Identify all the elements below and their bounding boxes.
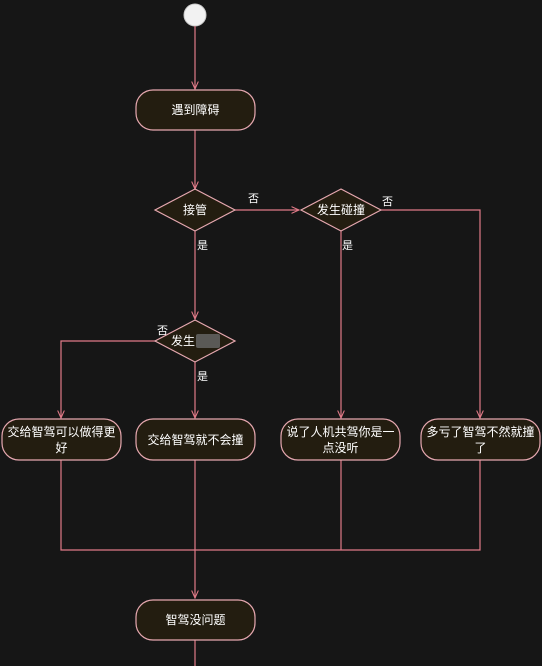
node-lucky-line1: 多亏了智驾不然就撞 <box>426 424 534 439</box>
node-not-listening-line1: 说了人机共驾你是一 <box>286 424 394 439</box>
edge-collision-top-no <box>380 209 480 418</box>
node-not-listening: 说了人机共驾你是一 点没听 <box>280 418 401 461</box>
decision-collision-mid-label: 发生 <box>171 333 195 348</box>
node-no-problem-label: 智驾没问题 <box>165 612 225 627</box>
node-obstacle-label: 遇到障碍 <box>171 102 219 117</box>
label-collision-top-yes: 是 <box>342 239 353 252</box>
decision-collision-top-label: 发生碰撞 <box>317 202 365 217</box>
label-collision-top-no: 否 <box>382 195 393 208</box>
node-better: 交给智驾可以做得更 好 <box>1 418 122 461</box>
node-lucky-line2: 了 <box>474 441 486 455</box>
decision-collision-top: 发生碰撞 <box>299 188 383 232</box>
blur-mask <box>196 334 220 348</box>
node-not-listening-line2: 点没听 <box>322 440 358 455</box>
edge-merge-bottom <box>60 460 481 551</box>
decision-takeover: 接管 <box>153 188 237 232</box>
node-no-crash-label: 交给智驾就不会撞 <box>147 432 243 447</box>
label-collision-mid-no: 否 <box>157 324 168 337</box>
node-no-crash: 交给智驾就不会撞 <box>135 418 256 461</box>
node-better-line1: 交给智驾可以做得更 <box>7 424 115 439</box>
connectors <box>61 26 480 666</box>
label-takeover-no: 否 <box>248 192 259 205</box>
node-lucky: 多亏了智驾不然就撞 了 <box>420 418 541 461</box>
decision-collision-mid: 发生 <box>153 319 237 363</box>
label-takeover-yes: 是 <box>197 239 208 252</box>
label-collision-mid-yes: 是 <box>197 370 208 383</box>
node-no-problem: 智驾没问题 <box>135 599 256 641</box>
start-node <box>183 3 207 27</box>
edge-collision-mid-no <box>61 340 156 418</box>
node-obstacle: 遇到障碍 <box>135 89 256 131</box>
node-better-line2: 好 <box>55 441 67 455</box>
decision-takeover-label: 接管 <box>183 202 207 217</box>
